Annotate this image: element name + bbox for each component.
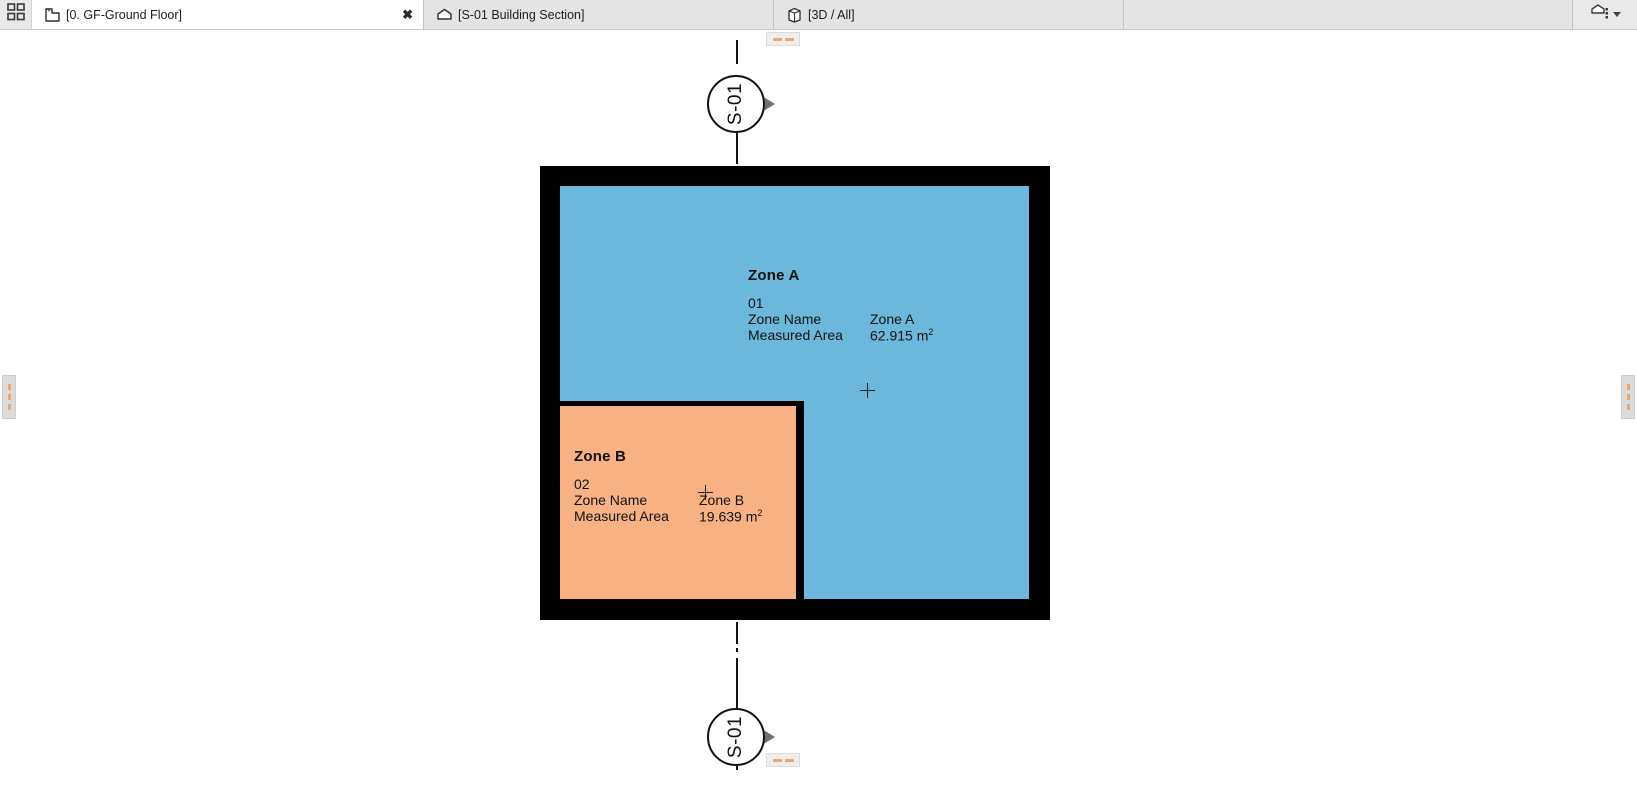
edge-marker-top[interactable] — [766, 32, 800, 46]
tab-label: [3D / All] — [808, 7, 855, 22]
drawing-canvas[interactable]: S-01 Zone A 01 Zone Name Zone A Measured… — [0, 30, 1637, 808]
tab-close-button[interactable]: ✖ — [402, 7, 413, 22]
zone-b-row-area-value: 19.639 m2 — [699, 508, 762, 525]
zone-a-row-name: Zone Name Zone A — [748, 311, 933, 327]
marker-dash — [784, 758, 794, 762]
zone-b-row-area: Measured Area 19.639 m2 — [574, 508, 762, 525]
zone-a-title: Zone A — [748, 267, 800, 284]
zone-b-row-name-key: Zone Name — [574, 492, 648, 508]
tab-gf-ground-floor[interactable]: [0. GF-Ground Floor] ✖ — [32, 0, 424, 29]
view-options-control[interactable] — [1573, 0, 1637, 29]
handle-dash — [7, 404, 11, 410]
section-marker-circle — [707, 75, 765, 133]
zone-b-label[interactable]: Zone B 02 Zone Name Zone B Measured Area… — [574, 448, 762, 525]
zone-a-row-area-key: Measured Area — [748, 327, 843, 343]
section-line-dot — [736, 648, 738, 652]
view-stack-icon[interactable] — [1590, 3, 1610, 26]
section-marker-label: S-01 — [725, 82, 746, 126]
section-marker-bottom[interactable]: S-01 — [707, 708, 777, 770]
zone-b-number: 02 — [574, 476, 590, 492]
pane-resize-handle-right[interactable] — [1621, 375, 1635, 419]
zone-b-area-superscript: 2 — [757, 508, 763, 518]
zone-b-title: Zone B — [574, 448, 627, 465]
zone-a-fill[interactable] — [560, 186, 1029, 401]
section-line-dot — [736, 158, 738, 162]
section-marker-top[interactable]: S-01 — [707, 75, 777, 137]
handle-dash — [1626, 384, 1630, 390]
handle-dash — [1626, 394, 1630, 400]
section-marker-label: S-01 — [725, 715, 746, 759]
zone-b-fill[interactable] — [560, 406, 796, 599]
tab-label: [0. GF-Ground Floor] — [66, 7, 183, 22]
zone-a-row-name-value: Zone A — [870, 311, 915, 327]
zone-a-row-area-value: 62.915 m2 — [870, 327, 933, 344]
section-line-segment — [736, 40, 738, 64]
chevron-down-icon[interactable] — [1612, 12, 1621, 17]
floor-plan-icon — [42, 5, 62, 25]
zone-a-number: 01 — [748, 295, 764, 311]
grid-view-icon — [6, 3, 25, 26]
handle-dash — [7, 384, 11, 390]
tab-3d-all[interactable]: [3D / All] — [774, 0, 1124, 29]
section-line-segment — [736, 114, 738, 164]
tab-label: [S-01 Building Section] — [458, 7, 585, 22]
grid-view-button[interactable] — [0, 0, 32, 29]
zone-b-area-number: 19.639 m — [699, 508, 758, 525]
tab-bar: [0. GF-Ground Floor] ✖ [S-01 Building Se… — [0, 0, 1637, 30]
tab-bar-empty-space — [1124, 0, 1573, 29]
marker-dash — [772, 37, 782, 41]
zone-a-area-superscript: 2 — [928, 327, 934, 337]
zone-a-row-area: Measured Area 62.915 m2 — [748, 327, 933, 344]
section-line-segment — [736, 622, 738, 644]
zone-a-fill[interactable] — [804, 401, 1029, 599]
building-plan[interactable] — [540, 166, 1050, 620]
zone-b-row-name-value: Zone B — [699, 492, 745, 508]
marker-dash — [772, 758, 782, 762]
tab-s01-building-section[interactable]: [S-01 Building Section] — [424, 0, 774, 29]
section-icon — [434, 5, 454, 25]
zone-b-row-name: Zone Name Zone B — [574, 492, 762, 508]
zone-a-area-number: 62.915 m — [870, 327, 929, 344]
zone-a-label[interactable]: Zone A 01 Zone Name Zone A Measured Area… — [748, 267, 933, 344]
pane-resize-handle-left[interactable] — [2, 375, 16, 419]
marker-dash — [784, 37, 794, 41]
zone-a-row-name-key: Zone Name — [748, 311, 822, 327]
handle-dash — [7, 394, 11, 400]
section-line-segment — [736, 658, 738, 716]
handle-dash — [1626, 404, 1630, 410]
3d-box-icon — [784, 5, 804, 25]
zone-b-row-area-key: Measured Area — [574, 508, 669, 524]
section-marker-circle — [707, 708, 765, 766]
